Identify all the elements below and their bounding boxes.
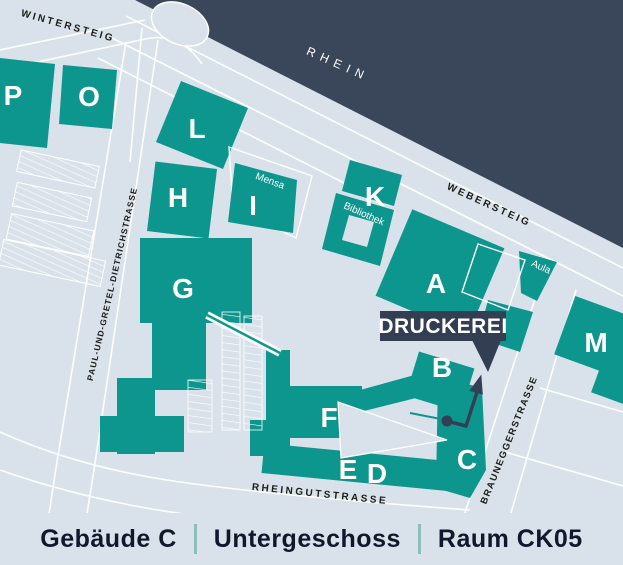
street-line-corner-2 [504, 451, 623, 487]
street-line-campus-path [129, 27, 143, 163]
route-start-dot [441, 415, 453, 427]
building-m-wing-shape [591, 364, 623, 406]
building-c-label: C [457, 444, 477, 475]
parking-row [11, 181, 93, 223]
building-ed-strip-shape [261, 443, 469, 493]
building-l-shape [156, 81, 248, 169]
river-shape [135, 0, 623, 248]
building-o-shape [59, 65, 117, 129]
caption-separator [417, 524, 421, 554]
bridge [205, 311, 282, 357]
building-g-label: G [172, 273, 194, 304]
stairs-column [187, 379, 213, 433]
parking-row [0, 238, 107, 288]
bridge-rail [206, 313, 281, 355]
f-courtyard [337, 401, 448, 459]
building-p-shape [0, 58, 55, 148]
caption-room: Raum CK05 [437, 524, 583, 553]
building-i-shape [228, 163, 297, 233]
street-line-wintersteig-1 [0, 19, 146, 51]
building-g-mid-shape [152, 320, 206, 390]
street-line-dietrich-right [86, 39, 159, 513]
street-line-rheingut-top [0, 431, 471, 511]
building-p-label: P [4, 80, 23, 111]
mensa-courtyard-outline [228, 145, 313, 239]
parking-lot [0, 149, 107, 288]
route-arrowhead-icon [469, 374, 483, 395]
building-l-label: L [188, 113, 205, 144]
stairs-column [221, 311, 241, 431]
caption-separator [193, 524, 197, 554]
callout-pointer [472, 340, 501, 372]
map-canvas: RHEIN [0, 0, 623, 513]
walkway-line [409, 412, 447, 421]
building-d-label: D [367, 458, 387, 489]
street-line-dietrich-left [48, 41, 127, 513]
building-o-label: O [78, 81, 100, 112]
building-e-label: E [339, 454, 358, 485]
building-letters: P O L H I G K A B M F E D C [4, 80, 608, 489]
building-h-shape [146, 161, 218, 239]
building-m-label: M [584, 327, 607, 358]
parking-row [15, 149, 101, 189]
caption-building: Gebäude C [40, 524, 177, 553]
druckerei-callout: DRUCKEREI [378, 311, 507, 372]
building-k-lower-shape [322, 193, 394, 266]
building-b-label: B [432, 352, 452, 383]
building-i-label: I [249, 190, 257, 221]
building-a-shape [375, 209, 505, 335]
building-h-label: H [168, 182, 188, 213]
route-path [446, 388, 480, 429]
callout-box [380, 311, 506, 341]
route [441, 374, 483, 429]
street-turnaround [150, 1, 210, 47]
caption-floor: Untergeschoss [213, 524, 401, 553]
a-courtyard-outline [461, 243, 526, 311]
building-g-main-shape [140, 238, 252, 323]
callout-label: DRUCKEREI [378, 315, 507, 338]
building-aula-shape [519, 251, 557, 301]
building-k-upper-shape [342, 160, 402, 206]
building-k-label: K [365, 181, 385, 212]
building-g-wing-shape [100, 416, 184, 452]
building-f-label: F [320, 402, 337, 433]
street-line-webersteig-1 [125, 15, 623, 269]
building-a-label: A [426, 268, 446, 299]
street-line-rheingut-bottom [0, 469, 183, 513]
street-line-corner-1 [539, 387, 623, 413]
parking-row [5, 212, 95, 258]
caption-bar: Gebäude C Untergeschoss Raum CK05 [0, 513, 623, 565]
